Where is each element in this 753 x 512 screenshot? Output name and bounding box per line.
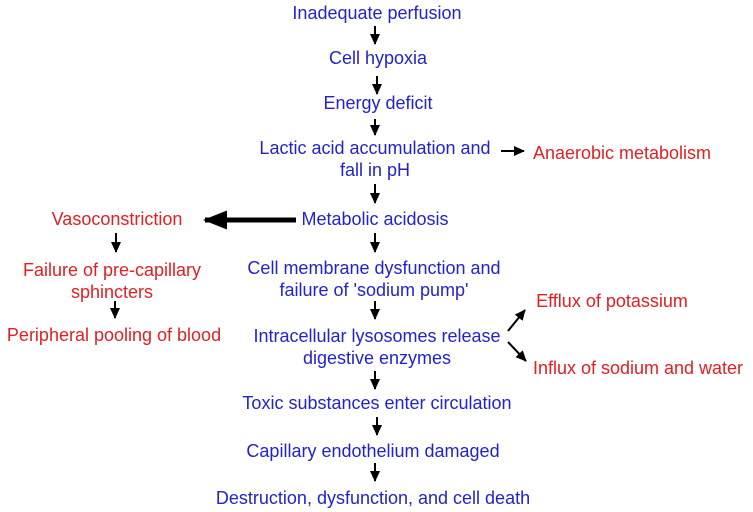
node-label: Vasoconstriction (51, 209, 183, 229)
node-energy-deficit: Energy deficit (323, 92, 432, 114)
node-label: Metabolic acidosis (301, 209, 449, 229)
node-label: Anaerobic metabolism (532, 143, 712, 163)
node-vasoconstriction: Vasoconstriction (52, 208, 183, 230)
node-label: fall in pH (339, 160, 411, 180)
node-cell-membrane-dysfunction: Cell membrane dysfunction and failure of… (247, 257, 500, 301)
node-influx-sodium-water: Influx of sodium and water (533, 357, 743, 379)
node-peripheral-pooling: Peripheral pooling of blood (7, 324, 221, 346)
arrow-lysosomes-to-influx (507, 341, 527, 362)
node-label: Peripheral pooling of blood (6, 325, 222, 345)
node-metabolic-acidosis: Metabolic acidosis (301, 208, 448, 230)
node-capillary-endothelium: Capillary endothelium damaged (246, 440, 499, 462)
node-label: Energy deficit (323, 93, 433, 113)
node-label: digestive enzymes (302, 348, 452, 368)
node-lactic-acid-accumulation: Lactic acid accumulation and fall in pH (259, 137, 490, 181)
node-label: Lactic acid accumulation and (259, 138, 491, 158)
arrow-lysosomes-to-efflux (507, 309, 526, 332)
node-inadequate-perfusion: Inadequate perfusion (292, 2, 461, 24)
node-label: Cell membrane dysfunction and (247, 258, 501, 278)
node-label: Destruction, dysfunction, and cell death (215, 488, 531, 508)
node-label: sphincters (70, 282, 154, 302)
node-label: Capillary endothelium damaged (246, 441, 500, 461)
node-label: failure of 'sodium pump' (279, 280, 469, 300)
node-label: Cell hypoxia (328, 48, 428, 68)
node-label: Intracellular lysosomes release (253, 326, 501, 346)
node-anaerobic-metabolism: Anaerobic metabolism (533, 142, 711, 164)
node-label: Inadequate perfusion (292, 3, 462, 23)
node-toxic-substances: Toxic substances enter circulation (242, 392, 511, 414)
node-destruction-cell-death: Destruction, dysfunction, and cell death (216, 487, 530, 509)
node-label: Toxic substances enter circulation (242, 393, 512, 413)
node-label: Influx of sodium and water (532, 358, 744, 378)
node-lysosomes-release: Intracellular lysosomes release digestiv… (253, 325, 500, 369)
node-failure-precapillary-sphincters: Failure of pre-capillary sphincters (23, 259, 201, 303)
node-cell-hypoxia: Cell hypoxia (329, 47, 427, 69)
node-label: Efflux of potassium (536, 291, 688, 311)
node-label: Failure of pre-capillary (22, 260, 202, 280)
node-efflux-potassium: Efflux of potassium (536, 290, 688, 312)
